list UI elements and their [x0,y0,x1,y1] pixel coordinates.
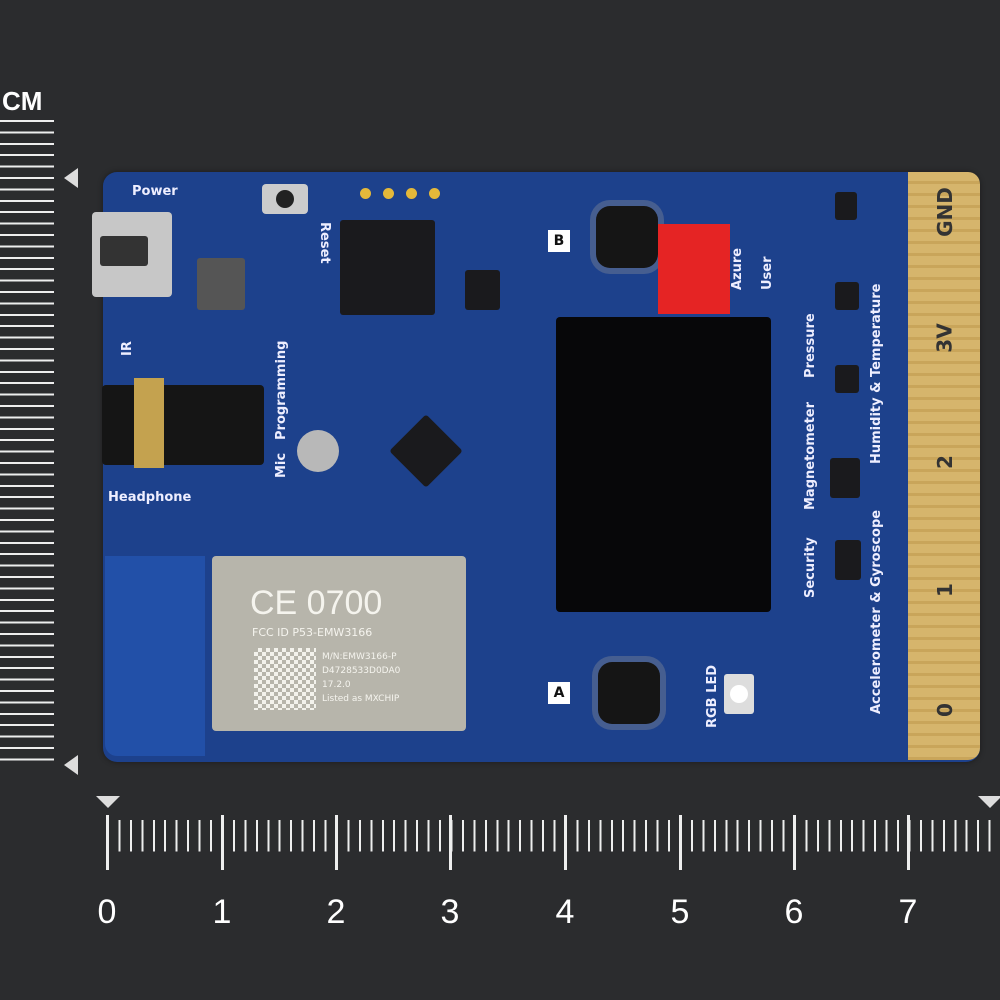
microphone [297,430,339,472]
ruler-major-tick [221,815,224,870]
azure-label: Azure [730,247,745,290]
horizontal-ruler [107,820,1000,852]
edge-connector [908,172,980,760]
pressure-label: Pressure [803,313,818,378]
button-a[interactable] [598,662,660,724]
pressure-sensor-chip [835,365,859,393]
button-b-label: B [548,230,570,252]
ruler-number: 2 [326,893,346,931]
antenna-area [105,556,205,756]
datamatrix-code [254,648,316,710]
headphone-jack [102,385,264,465]
inductor [197,258,245,310]
ruler-marker-icon [96,796,120,808]
oled-display [556,317,771,612]
listed-text: Listed as MXCHIP [322,694,400,704]
ruler-marker-icon [64,168,78,188]
vertical-ruler [0,120,54,765]
ruler-major-tick [564,815,567,870]
test-pads [360,188,440,199]
wifi-module: CE 0700 FCC ID P53-EMW3166 M/N:EMW3166-P… [212,556,466,731]
ruler-number: 5 [670,893,690,931]
oled-tab [658,224,730,314]
humidity-temperature-label: Humidity & Temperature [869,283,884,464]
power-label: Power [132,184,178,199]
ruler-number: 4 [555,893,575,931]
rgb-led-label: RGB LED [705,664,720,728]
ruler-number: 1 [212,893,232,931]
usb-port-opening [100,236,148,266]
ce-mark: CE 0700 [250,584,383,622]
unit-label: CM [2,86,43,116]
ruler-major-tick [449,815,452,870]
serial-text: D4728533D0DA0 [322,666,401,676]
headphone-jack-contact [134,378,164,468]
pin-2: 2 [932,455,957,469]
model-text: M/N:EMW3166-P [322,652,397,662]
magnetometer-label: Magnetometer [803,401,818,510]
programming-label: Programming [274,340,289,440]
date-text: 17.2.0 [322,680,351,690]
pin-gnd: GND [932,187,957,237]
ruler-number: 0 [97,893,117,931]
accelerometer-chip [830,458,860,498]
headphone-label: Headphone [108,490,192,505]
button-a-label: A [548,682,570,704]
accelerometer-gyroscope-label: Accelerometer & Gyroscope [869,509,884,714]
pin-3v: 3V [933,323,957,353]
ruler-major-tick [793,815,796,870]
pin-1: 1 [932,583,957,597]
chip [835,192,857,220]
ruler-major-tick [335,815,338,870]
security-label: Security [803,537,818,598]
ruler-marker-icon [64,755,78,775]
ruler-major-tick [106,815,109,870]
reset-button[interactable] [262,184,308,214]
chip [465,270,500,310]
ruler-number: 7 [898,893,918,931]
ruler-major-tick [907,815,910,870]
ruler-number: 3 [440,893,460,931]
pin-0: 0 [932,703,957,717]
ruler-number: 6 [784,893,804,931]
mic-label: Mic [274,452,289,478]
reset-label: Reset [317,222,332,264]
ruler-major-tick [679,815,682,870]
ir-label: IR [120,341,135,356]
fcc-id: FCC ID P53-EMW3166 [252,626,373,639]
mcu-chip [340,220,435,315]
ruler-marker-icon [978,796,1000,808]
security-chip [835,540,861,580]
button-b[interactable] [596,206,658,268]
humidity-sensor-chip [835,282,859,310]
user-label: User [760,256,775,290]
rgb-led [724,674,754,714]
